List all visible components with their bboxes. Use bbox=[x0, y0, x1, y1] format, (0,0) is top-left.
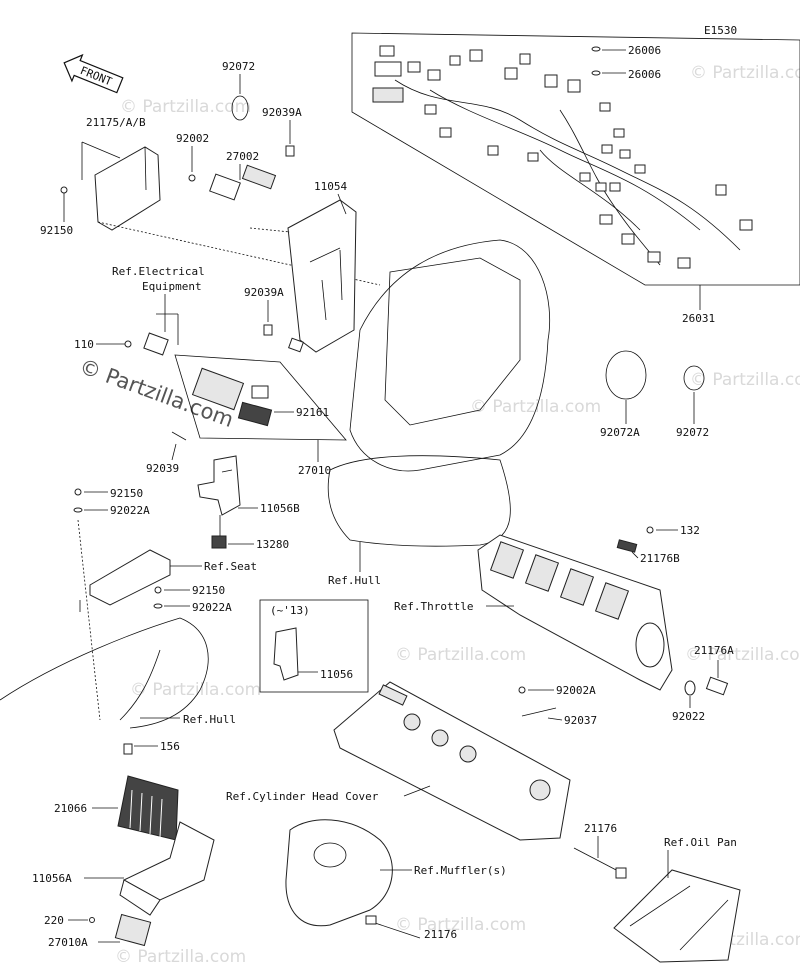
callout-92022A: 92022A bbox=[192, 601, 232, 614]
screw-icon bbox=[89, 917, 95, 923]
sensor-21176B bbox=[616, 539, 638, 553]
callout-92002A: 92002A bbox=[556, 684, 596, 697]
callout-21176A: 21176A bbox=[694, 644, 734, 657]
callout-27010: 27010 bbox=[298, 464, 331, 477]
ref-muffler: Ref.Muffler(s) bbox=[414, 864, 507, 877]
pin-icon bbox=[171, 431, 187, 441]
callout-21066: 21066 bbox=[54, 802, 87, 815]
ref-throttle: Ref.Throttle bbox=[394, 600, 473, 613]
callout-27002: 27002 bbox=[226, 150, 259, 163]
bolt-icon bbox=[518, 686, 526, 694]
sensor-21176A bbox=[705, 676, 729, 696]
callout-21176B: 21176B bbox=[640, 552, 680, 565]
front-arrow-icon: FRONT bbox=[63, 53, 124, 94]
callout-92002: 92002 bbox=[176, 132, 209, 145]
sensor-21176-oil bbox=[573, 847, 627, 879]
ref-hull: Ref.Hull bbox=[183, 713, 236, 726]
watermark: © Partzilla.com bbox=[690, 63, 800, 83]
washer-icon bbox=[73, 507, 83, 513]
callout-92037: 92037 bbox=[564, 714, 597, 727]
bolt-icon bbox=[263, 324, 273, 336]
inset-box bbox=[259, 599, 369, 693]
callout-92022: 92022 bbox=[672, 710, 705, 723]
callout-27010A: 27010A bbox=[48, 936, 88, 949]
callout-11056B: 11056B bbox=[260, 502, 300, 515]
callout-13280: 13280 bbox=[256, 538, 289, 551]
harness-group bbox=[351, 32, 800, 310]
callout-220: 220 bbox=[44, 914, 64, 927]
throttle-body bbox=[477, 534, 673, 691]
fuse-box-27010 bbox=[174, 354, 347, 441]
seat-bracket bbox=[77, 519, 171, 721]
sensor-21176 bbox=[365, 915, 421, 939]
callout-132: 132 bbox=[680, 524, 700, 537]
callout-92039A: 92039A bbox=[262, 106, 302, 119]
watermark: © Partzilla.com bbox=[395, 915, 526, 935]
callout-11054: 11054 bbox=[314, 180, 347, 193]
watermark: © Partzilla.com bbox=[470, 397, 601, 417]
watermark: © Partzilla.com bbox=[685, 645, 800, 665]
regulator-21066 bbox=[117, 775, 179, 841]
watermark: © Partzilla.com bbox=[130, 680, 261, 700]
callout-92039: 92039 bbox=[146, 462, 179, 475]
diagram-code: E1530 bbox=[704, 24, 737, 37]
screw-icon bbox=[124, 340, 132, 348]
watermark: © Partzilla.com bbox=[115, 947, 246, 964]
washer-icon bbox=[684, 680, 696, 696]
cylinder-head-cover bbox=[333, 681, 571, 841]
ref-hull: Ref.Hull bbox=[328, 574, 381, 587]
callout-26006: 26006 bbox=[628, 44, 661, 57]
washer-icon bbox=[153, 603, 163, 609]
callout-92022A: 92022A bbox=[110, 504, 150, 517]
oil-pan bbox=[613, 869, 741, 963]
bolt-icon bbox=[285, 145, 295, 157]
clip-13280 bbox=[211, 535, 227, 549]
bolt-icon bbox=[154, 586, 162, 594]
bracket-11056A bbox=[119, 821, 215, 916]
watermark: © Partzilla.com bbox=[395, 645, 526, 665]
callout-26006: 26006 bbox=[628, 68, 661, 81]
callout-26031: 26031 bbox=[682, 312, 715, 325]
watermark: © Partzilla.com bbox=[690, 370, 800, 390]
bracket-11056B bbox=[197, 455, 241, 516]
ref-cylinder-head: Ref.Cylinder Head Cover bbox=[226, 790, 379, 803]
callout-92072: 92072 bbox=[676, 426, 709, 439]
bracket-11054 bbox=[249, 199, 357, 353]
connector-27002 bbox=[209, 164, 277, 201]
callout-21176: 21176 bbox=[424, 928, 457, 941]
callout-92150: 92150 bbox=[192, 584, 225, 597]
callout-21175: 21175/A/B bbox=[86, 116, 146, 129]
callout-156: 156 bbox=[160, 740, 180, 753]
hull-left bbox=[0, 617, 209, 729]
callout-92161: 92161 bbox=[296, 406, 329, 419]
callout-92072A: 92072A bbox=[600, 426, 640, 439]
muffler bbox=[285, 819, 393, 927]
ref-oil-pan: Ref.Oil Pan bbox=[664, 836, 737, 849]
clamp-icon bbox=[683, 365, 705, 391]
callout-92072: 92072 bbox=[222, 60, 255, 73]
callout-11056A: 11056A bbox=[32, 872, 72, 885]
callout-21176: 21176 bbox=[584, 822, 617, 835]
inset-label: (~'13) bbox=[270, 604, 310, 617]
relay-assembly bbox=[143, 313, 179, 356]
watermark: © Partzilla.com bbox=[120, 97, 251, 117]
callout-92150: 92150 bbox=[110, 487, 143, 500]
callout-92150: 92150 bbox=[40, 224, 73, 237]
callout-92039A: 92039A bbox=[244, 286, 284, 299]
bolt-icon bbox=[188, 174, 196, 182]
ref-electrical: Ref.Electrical bbox=[112, 265, 205, 278]
callout-110: 110 bbox=[74, 338, 94, 351]
clamp-icon bbox=[605, 350, 647, 400]
ref-seat: Ref.Seat bbox=[204, 560, 257, 573]
bolt-icon bbox=[646, 526, 654, 534]
bolt-icon bbox=[74, 488, 82, 496]
ref-electrical: Equipment bbox=[142, 280, 202, 293]
gasket-92037 bbox=[521, 707, 557, 717]
bolt-icon bbox=[123, 743, 133, 755]
callout-11056: 11056 bbox=[320, 668, 353, 681]
clamp-icon bbox=[231, 95, 249, 121]
relay-27010A bbox=[114, 913, 152, 947]
